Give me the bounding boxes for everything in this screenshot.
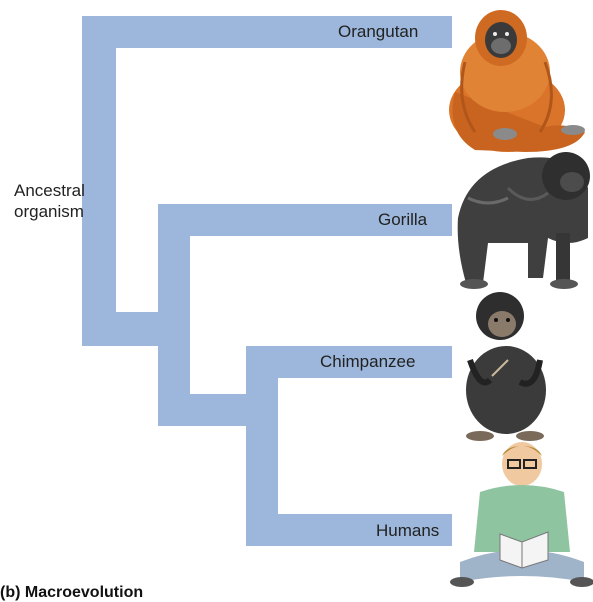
ancestral-line-1: Ancestral	[14, 180, 85, 201]
ancestral-line-2: organism	[14, 201, 85, 222]
taxon-label-gorilla: Gorilla	[378, 210, 427, 230]
figure-caption: (b) Macroevolution	[0, 584, 143, 602]
taxon-label-chimpanzee: Chimpanzee	[320, 352, 415, 372]
node1-vertical	[158, 204, 190, 426]
ancestral-organism-label: Ancestral organism	[14, 180, 85, 222]
taxon-label-humans: Humans	[376, 521, 439, 541]
chimpanzee-icon	[450, 290, 570, 442]
gorilla-icon	[448, 138, 593, 290]
trunk-vertical	[82, 16, 116, 346]
human-reading-icon	[450, 442, 593, 598]
taxon-label-orangutan: Orangutan	[338, 22, 418, 42]
orangutan-icon	[435, 2, 593, 158]
